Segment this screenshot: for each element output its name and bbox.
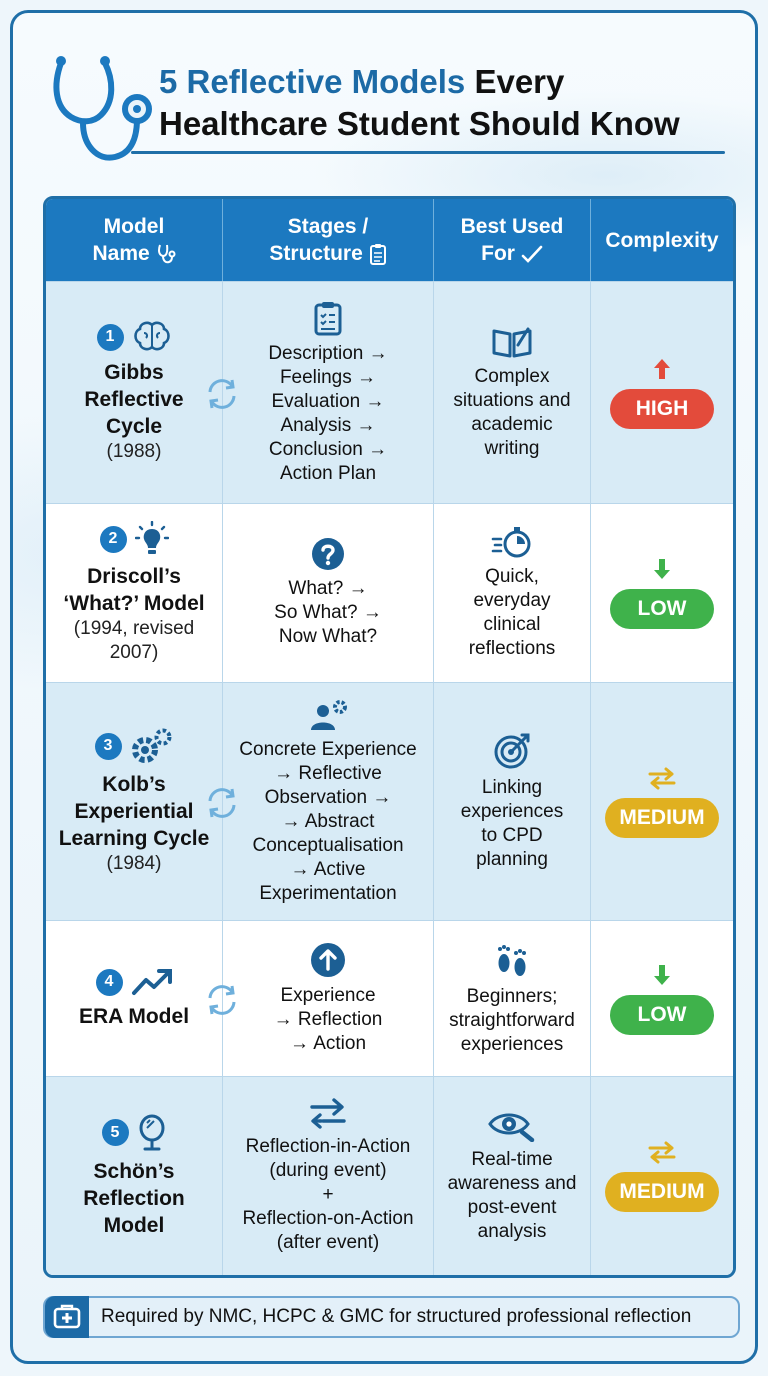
model-number-badge: 5 [101,1119,129,1146]
swap-arrows-small-icon [648,1141,676,1164]
medical-kit-icon [45,1296,89,1338]
model-name-cell: 4 ERA Model [46,920,236,1076]
model-number-badge: 4 [95,968,123,996]
footprints-icon [498,944,526,976]
complexity-badge: HIGH [610,388,714,429]
arrow-up-icon [654,358,670,379]
stages-cell: Experience → Reflection → Action [223,920,434,1076]
best-used-cell: Linking experiences to CPD planning [434,682,591,920]
table-header-row: Model Name Stages / Structure [46,199,733,281]
table-row: 3 Kolb’s Experiential Learning Cycle (19… [46,682,733,920]
model-number-badge: 2 [99,525,127,553]
arrow-down-icon [654,964,670,985]
infographic-frame: 5 Reflective Models Every Healthcare Stu… [10,10,758,1364]
question-icon [312,538,344,570]
page-title: 5 Reflective Models Every Healthcare Stu… [159,61,739,145]
gears-icon [131,728,171,763]
cycle-arrows-icon [208,378,236,409]
book-icon [492,327,532,357]
stethoscope-icon [53,56,152,161]
target-icon [494,733,530,768]
title-underline [131,151,725,154]
brain-icon [133,321,170,351]
trend-arrow-icon [131,969,172,995]
stages-cell: Description → Feelings → Evaluation → An… [223,281,434,503]
stages-cell: Reflection-in-Action (during event) + Re… [223,1076,434,1275]
complexity-badge: MEDIUM [605,797,719,838]
best-used-cell: Real-time awareness and post-event analy… [434,1076,591,1275]
model-name-cell: 2 Driscoll’s ‘What?’ Model (1994, revise… [46,503,223,682]
header-stages: Stages / Structure [223,199,434,281]
title-rest: Every [465,63,565,100]
arrow-down-icon [654,559,670,579]
complexity-badge: LOW [610,994,714,1035]
up-arrow-circle-icon [311,942,345,977]
best-used-cell: Beginners; straightforward experiences [434,920,591,1076]
table-row: 1 Gibbs Reflective Cycle (1988) [46,281,733,503]
stages-cell: What? → So What? → Now What? [223,503,434,682]
mirror-icon [139,1114,164,1150]
complexity-badge: LOW [610,589,714,629]
model-number-badge: 3 [94,732,122,760]
swap-arrows-icon [310,1098,346,1129]
models-table: Model Name Stages / Structure [43,196,736,1278]
eye-search-icon [488,1113,535,1142]
header-best-used: Best Used For [434,199,591,281]
header-model-name: Model Name [46,199,223,281]
stages-cell: Concrete Experience → Reflective Observa… [223,682,434,920]
footer-text: Required by NMC, HCPC & GMC for structur… [101,1306,692,1327]
pen-check-small-icon [521,246,543,264]
best-used-cell: Complex situations and academic writing [434,281,591,503]
person-gear-icon [311,699,347,730]
complexity-cell: LOW [591,503,733,682]
swap-arrows-small-icon [648,767,676,789]
complexity-cell: HIGH [591,281,733,503]
clipboard-small-icon [369,244,386,266]
lightbulb-icon [134,521,169,554]
footer-banner: Required by NMC, HCPC & GMC for structur… [43,1296,740,1338]
title-line-2: Healthcare Student Should Know [159,105,680,142]
model-name-cell: 1 Gibbs Reflective Cycle (1988) [46,281,236,503]
model-name-cell: 3 Kolb’s Experiential Learning Cycle (19… [46,682,236,920]
cycle-arrows-icon [208,984,236,1015]
complexity-cell: MEDIUM [591,1076,733,1275]
clipboard-icon [314,301,342,335]
stethoscope-small-icon [157,245,176,264]
cycle-arrows-icon [208,787,236,818]
table-row: 4 ERA Model [46,920,733,1076]
model-number-badge: 1 [96,323,124,351]
stopwatch-icon [491,527,531,558]
header-complexity: Complexity [591,199,733,281]
complexity-cell: MEDIUM [591,682,733,920]
table-row: 5 Schön’s Reflection Model [46,1076,733,1275]
complexity-badge: MEDIUM [605,1172,719,1212]
table-row: 2 Driscoll’s ‘What?’ Model (1994, revise… [46,503,733,682]
model-name-cell: 5 Schön’s Reflection Model [46,1076,223,1275]
complexity-cell: LOW [591,920,733,1076]
title-highlight: 5 Reflective Models [159,63,466,100]
best-used-cell: Quick, everyday clinical reflections [434,503,591,682]
